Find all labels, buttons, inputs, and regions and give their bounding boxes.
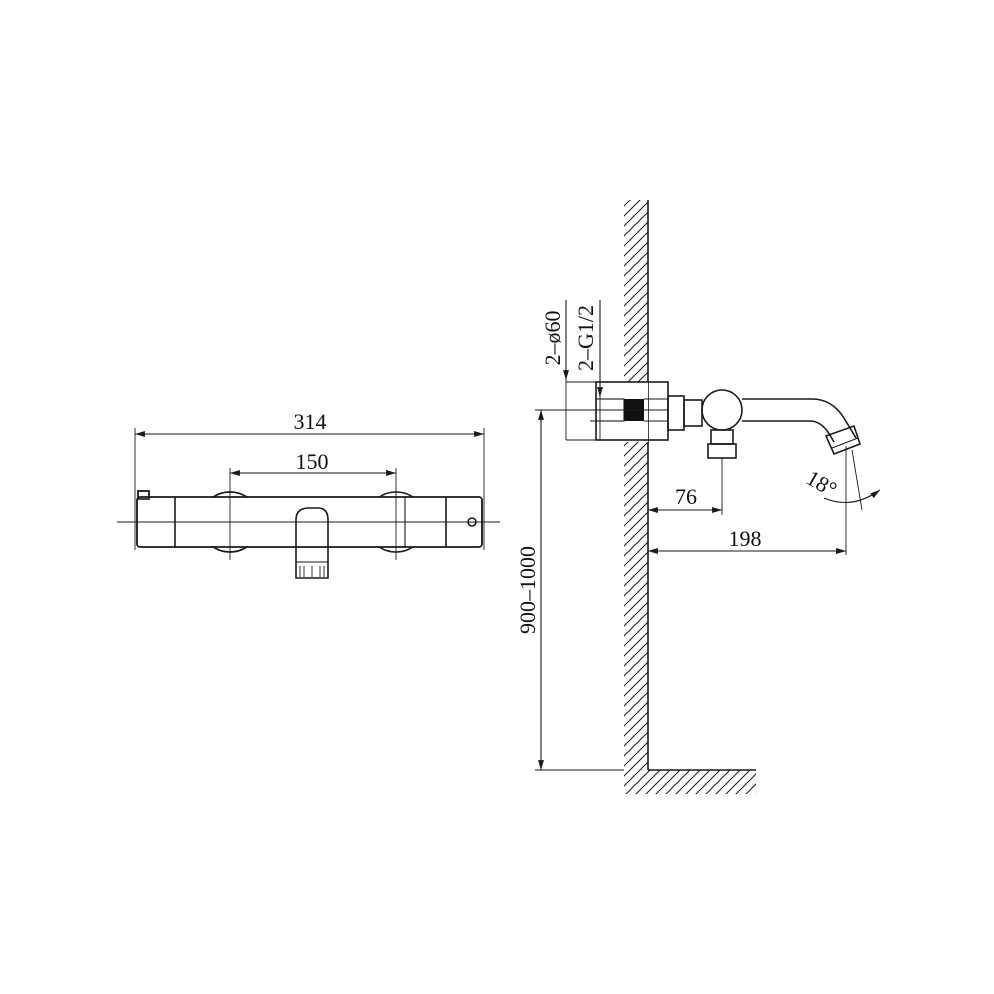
wall-section — [624, 200, 648, 770]
projection-label: 76 — [675, 484, 697, 509]
angle-label: 18° — [802, 465, 841, 502]
flange-diameter-label: 2–ø60 — [540, 311, 565, 366]
body-ring — [701, 389, 743, 431]
flange-callouts: 2–ø60 2–G1/2 — [540, 300, 610, 441]
diverter-outlet — [707, 429, 737, 459]
reach-dimension: 198 — [648, 526, 846, 554]
overall-width-label: 314 — [294, 409, 327, 434]
projection-dimension: 76 — [648, 458, 723, 515]
height-label: 900–1000 — [515, 546, 540, 634]
side-view: 18° 76 198 900–1000 2–ø60 — [515, 200, 881, 794]
center-distance-dimension: 150 — [229, 449, 397, 560]
height-dimension: 900–1000 — [515, 410, 624, 771]
side-spout — [742, 398, 862, 456]
overall-width-dimension: 314 — [134, 409, 485, 550]
front-spout — [295, 507, 329, 579]
connector-nut — [667, 395, 685, 431]
angle-dimension: 18° — [802, 446, 881, 555]
center-distance-label: 150 — [296, 449, 329, 474]
floor-section — [624, 770, 756, 794]
reach-label: 198 — [729, 526, 762, 551]
thread-size-label: 2–G1/2 — [573, 305, 598, 371]
wall-connection — [535, 381, 669, 441]
front-view: 314 150 — [117, 409, 500, 579]
